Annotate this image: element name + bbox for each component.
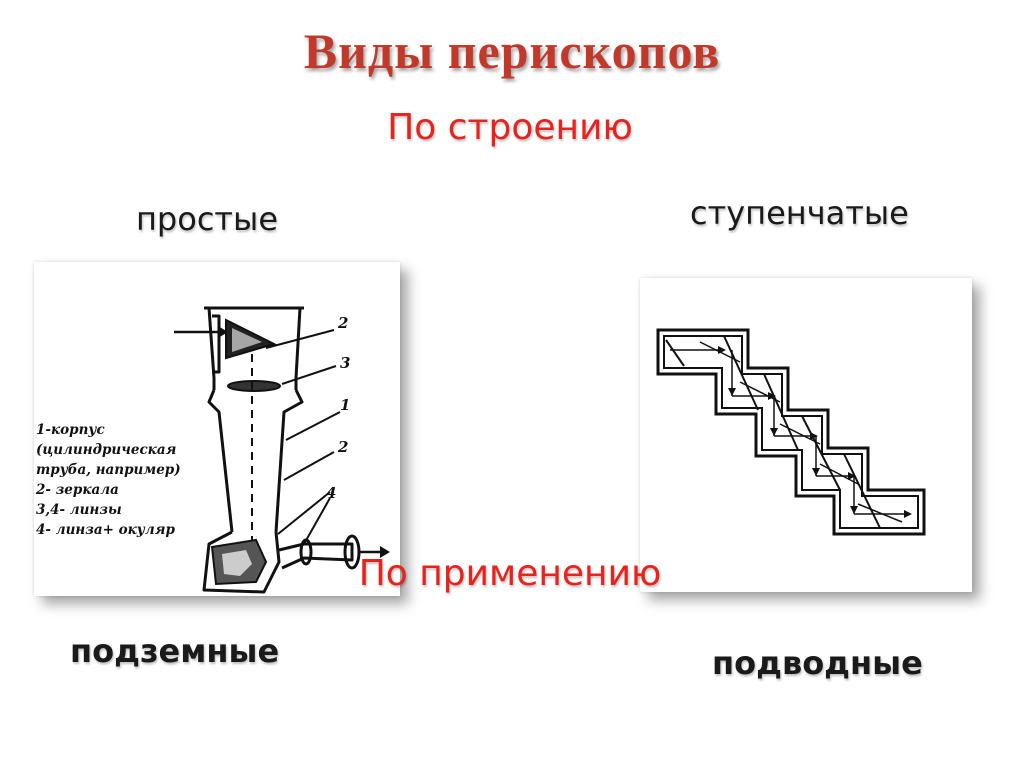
- callout-4: 4: [326, 484, 336, 502]
- legend-line: 1-корпус: [36, 422, 105, 438]
- label-stepped: ступенчатые: [690, 194, 909, 232]
- lens: [227, 380, 281, 392]
- legend-line: 4- линза+ окуляр: [36, 522, 175, 538]
- subtitle-by-structure: По строению: [387, 107, 633, 148]
- callout-2-top: 2: [337, 314, 348, 332]
- legend-line: труба, например): [36, 462, 181, 478]
- label-underwater: подводные: [712, 644, 923, 682]
- legend-line: 3,4- линзы: [36, 502, 122, 518]
- slide-title: Виды перископов: [303, 23, 721, 79]
- label-underground: подземные: [70, 632, 280, 670]
- legend-line: (цилиндрическая: [36, 442, 177, 458]
- stepped-periscope-panel: [640, 278, 972, 592]
- stepped-periscope-diagram: [656, 328, 926, 536]
- callout-3: 3: [340, 354, 350, 372]
- subtitle-by-use: По применению: [358, 553, 662, 594]
- legend-line: 2- зеркала: [36, 482, 119, 498]
- callout-2-bottom: 2: [337, 438, 348, 456]
- simple-periscope-panel: 2 3 1 2 4 1-корпус (цилиндрическая труба…: [34, 262, 400, 596]
- simple-periscope-diagram: 2 3 1 2 4: [174, 306, 390, 594]
- label-simple: простые: [136, 200, 278, 238]
- callout-1: 1: [340, 396, 350, 414]
- diagram-legend: 1-корпус (цилиндрическая труба, например…: [36, 420, 181, 540]
